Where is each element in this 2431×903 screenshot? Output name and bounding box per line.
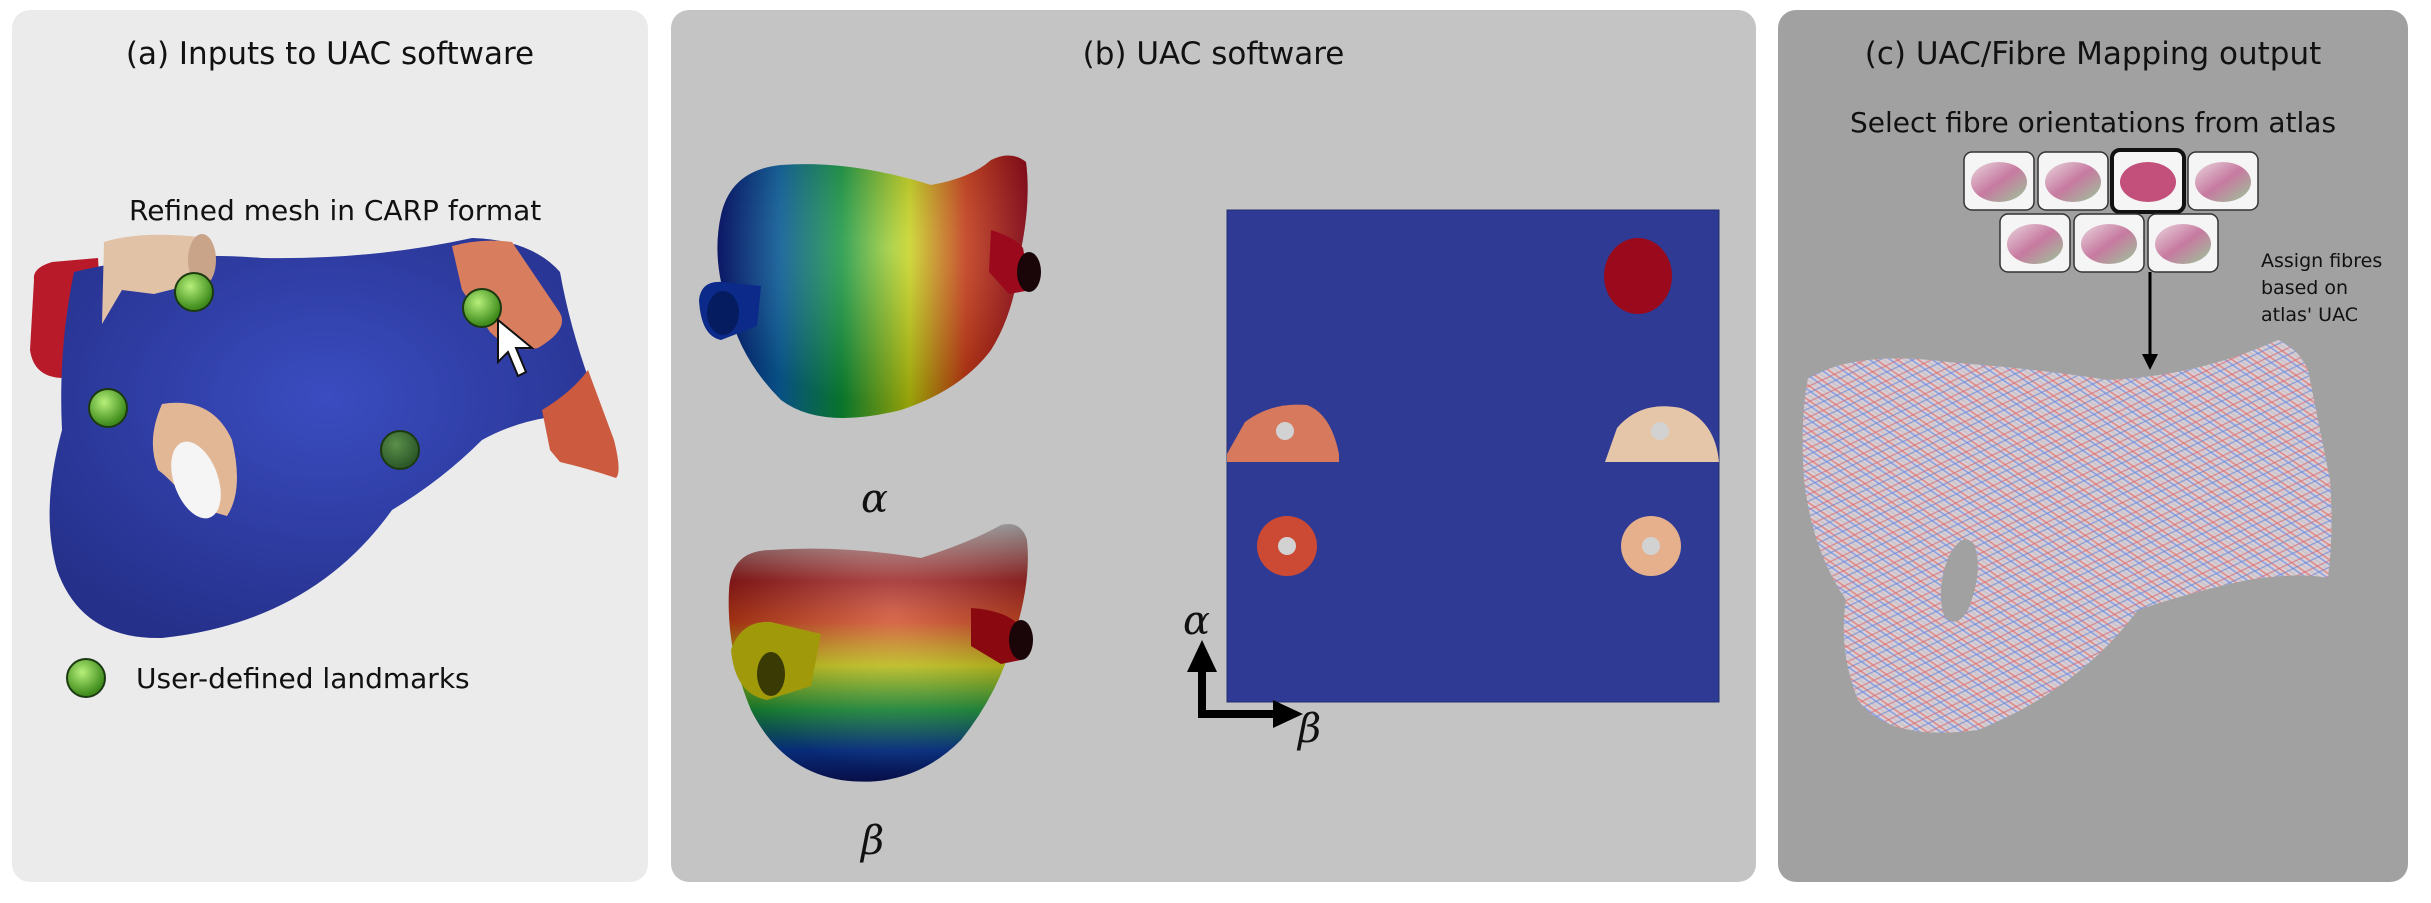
panel-a-title: (a) Inputs to UAC software (125, 36, 535, 72)
panel-b-title: (b) UAC software (1082, 36, 1345, 72)
landmark-4 (380, 430, 420, 470)
assign-arrow (2142, 272, 2158, 370)
landmark-1 (174, 272, 214, 312)
uac-square (1226, 209, 1720, 703)
atrium-body (49, 238, 603, 639)
panel-inputs: (a) Inputs to UAC software Refined mesh … (12, 10, 648, 882)
panel-fibre-output: (c) UAC/Fibre Mapping output Select fibr… (1778, 10, 2408, 882)
beta-label: β (861, 818, 885, 864)
uac-red-vein (1604, 238, 1672, 314)
assign-note: Assign fibres based on atlas' UAC (2261, 250, 2383, 326)
legend-landmark-icon (66, 658, 106, 698)
atrium-mesh-figure (30, 234, 619, 698)
orange-vein-right-lower (542, 370, 619, 478)
fibre-hole (1940, 539, 1978, 622)
alpha-label: α (861, 476, 889, 522)
legend-label: User-defined landmarks (136, 662, 470, 695)
beta-mesh (728, 524, 1033, 782)
atlas-thumbnails (1963, 148, 2259, 273)
panel-c-title: (c) UAC/Fibre Mapping output (1864, 36, 2322, 72)
atlas-label: Select fibre orientations from atlas (1849, 106, 2337, 139)
axis-beta-label: β (1298, 706, 1322, 752)
fibre-mesh (1802, 340, 2332, 733)
atlas-and-fibres-figure (1802, 148, 2332, 733)
uac-axes (1187, 640, 1303, 728)
panel-uac-software: (b) UAC software (671, 10, 1756, 882)
axis-alpha-label: α (1183, 598, 1211, 644)
orange-vein-right-upper (452, 240, 563, 350)
tan-vein-top (102, 234, 208, 324)
landmark-2 (462, 288, 502, 328)
landmark-3 (88, 388, 128, 428)
vein-opening (171, 441, 221, 519)
mesh-label: Refined mesh in CARP format (129, 194, 542, 227)
alpha-field-figure (699, 155, 1720, 782)
cursor-icon (497, 317, 535, 378)
alpha-mesh (699, 155, 1041, 419)
